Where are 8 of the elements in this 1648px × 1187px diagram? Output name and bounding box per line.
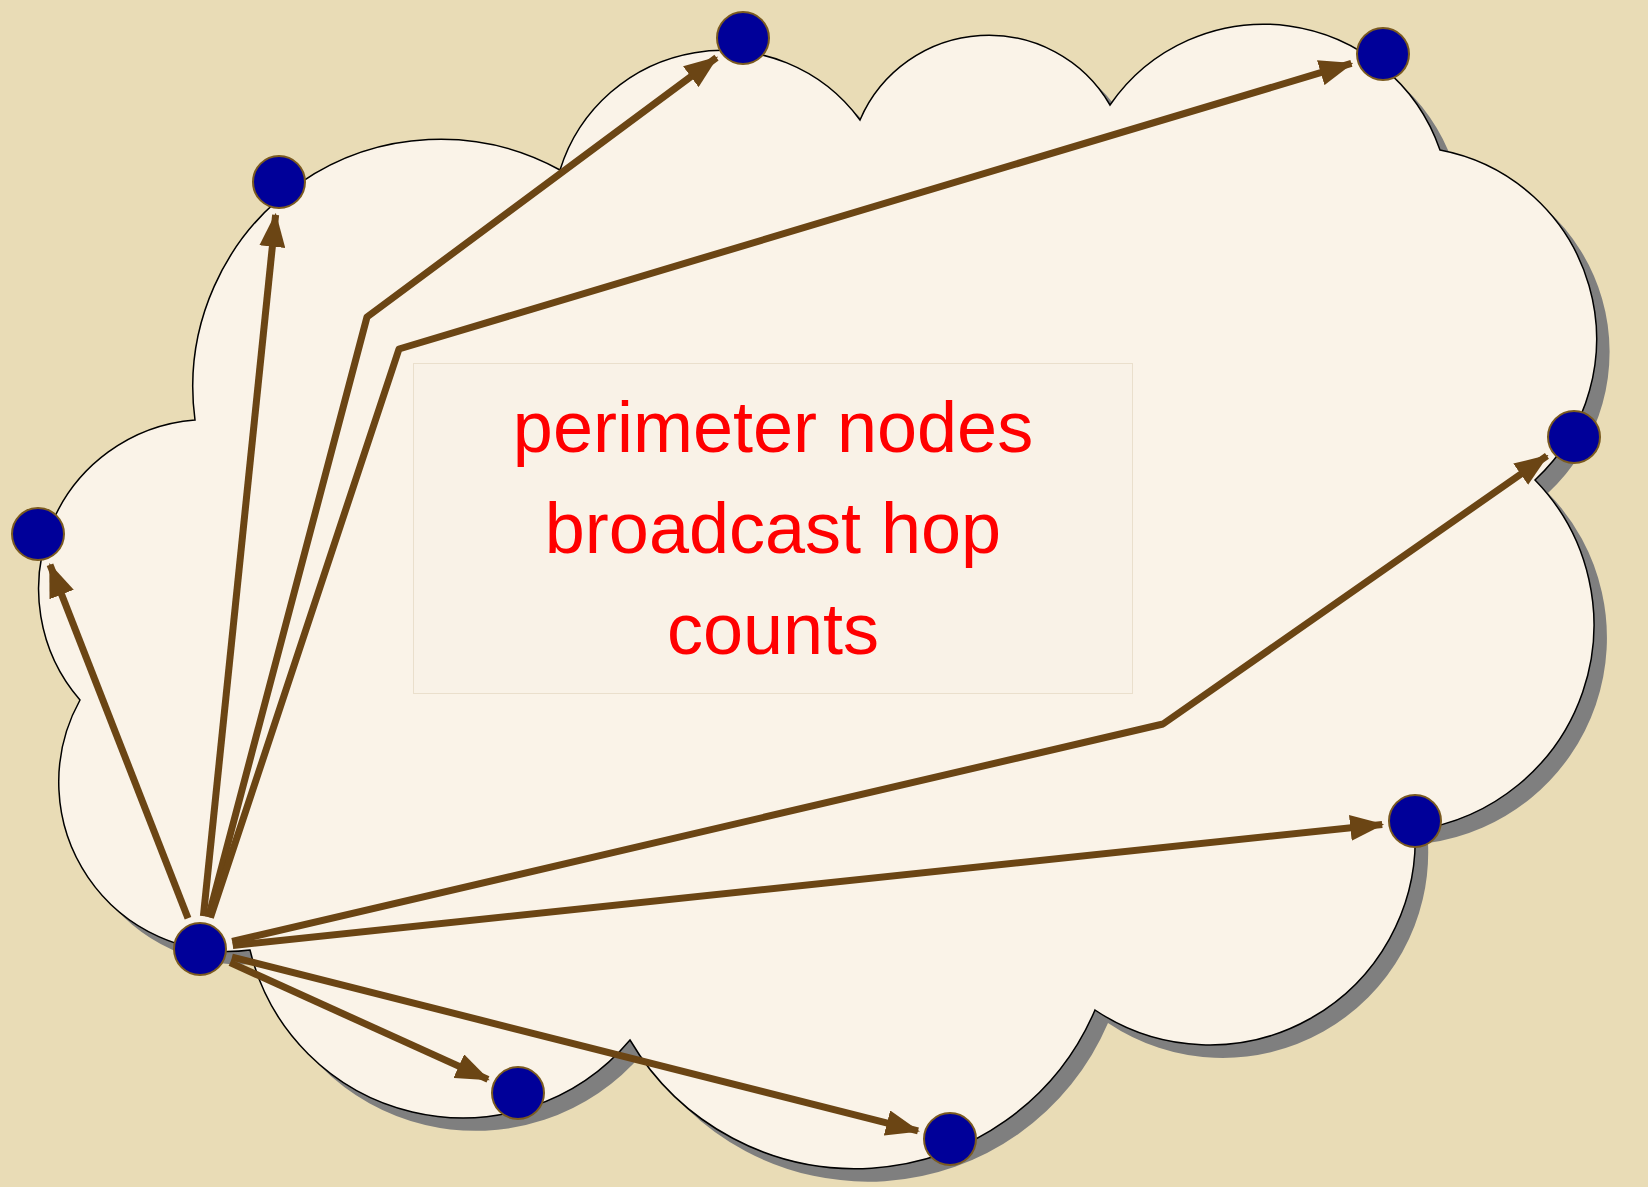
arrow bbox=[231, 453, 1549, 945]
arrow bbox=[231, 953, 920, 1136]
text-box: perimeter nodes broadcast hop counts bbox=[413, 363, 1133, 694]
arrow bbox=[232, 814, 1385, 950]
arrow bbox=[207, 60, 1354, 919]
arrow bbox=[199, 212, 286, 917]
arrow bbox=[46, 562, 192, 920]
arrow bbox=[228, 959, 490, 1083]
